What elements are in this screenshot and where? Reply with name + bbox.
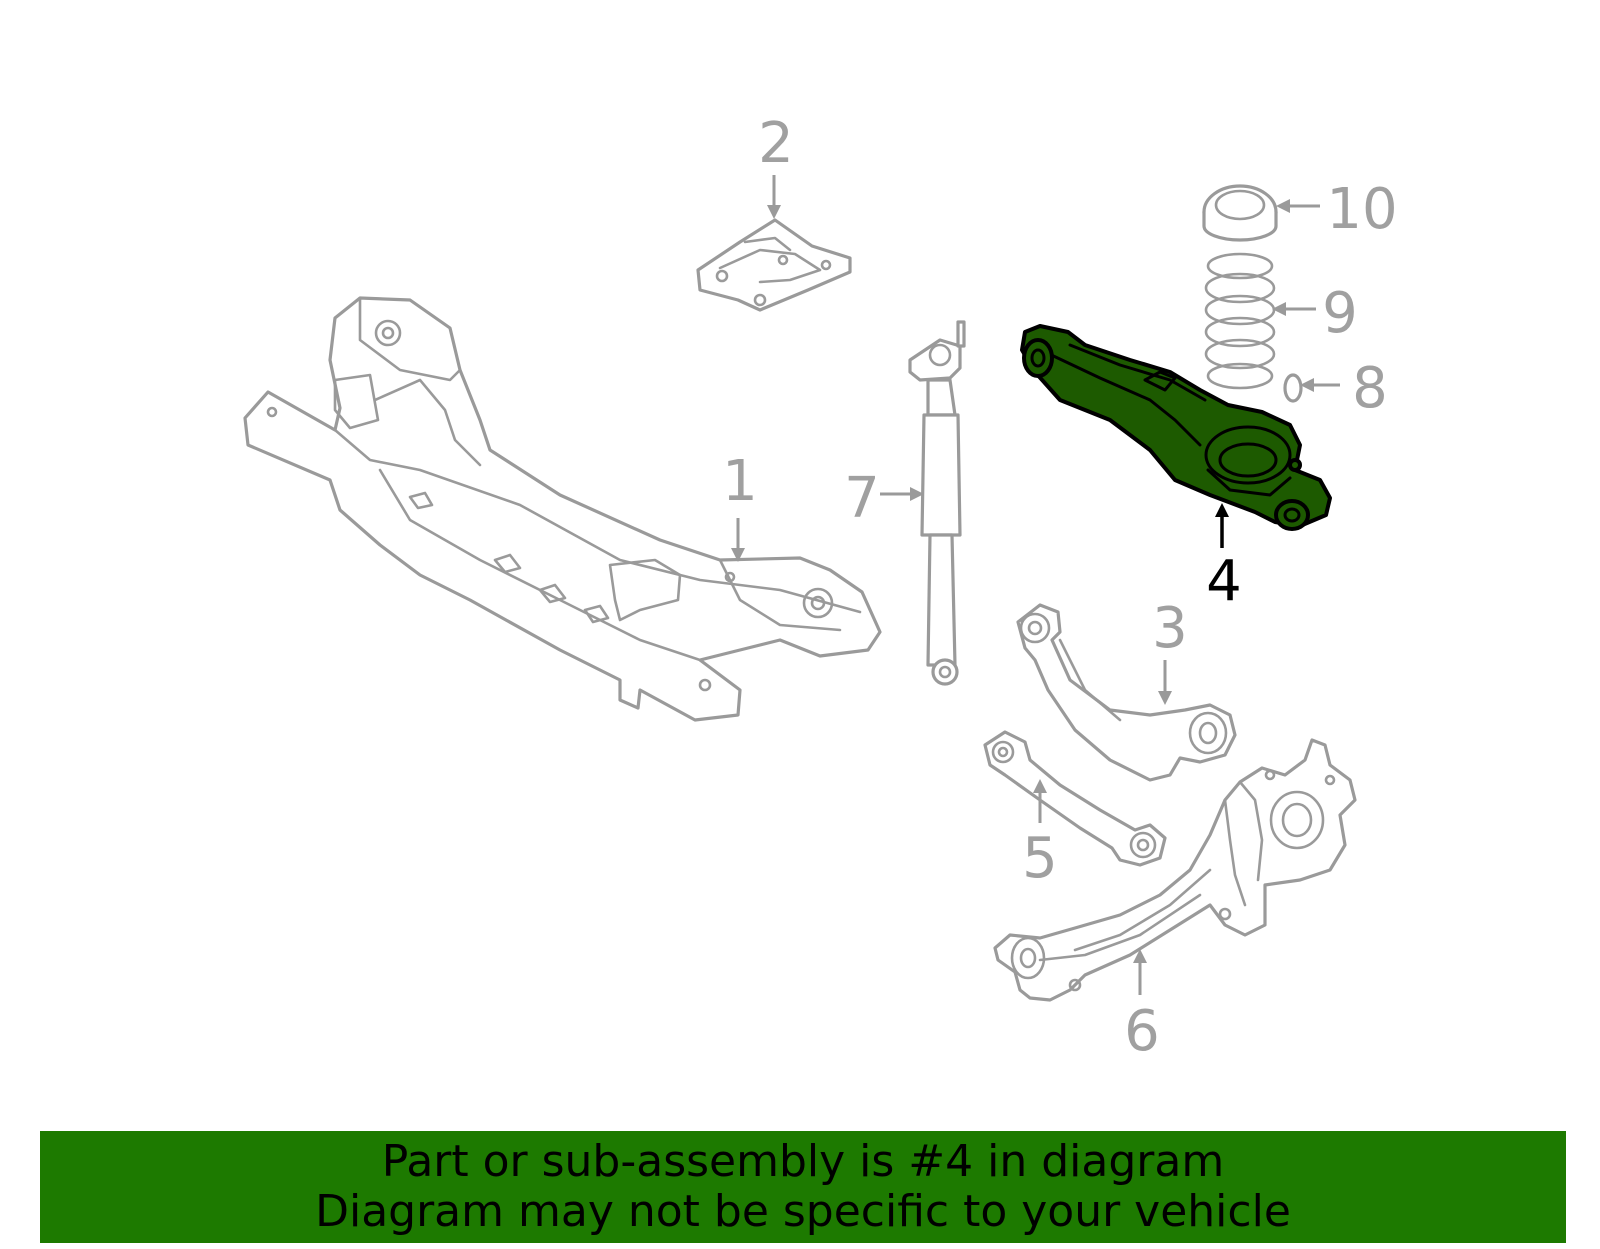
callout-3[interactable]: 3 [1152,596,1188,661]
callout-7[interactable]: 7 [844,466,880,531]
part-5-lateral-link[interactable] [983,730,1167,867]
part-1-crossmember[interactable] [243,296,882,722]
part-4-lower-control-arm[interactable] [1020,324,1332,531]
part-10-spring-seat[interactable] [1202,184,1278,242]
part-7-shock-absorber[interactable] [908,320,966,686]
info-banner: Part or sub-assembly is #4 in diagram Di… [40,1131,1566,1243]
callout-8[interactable]: 8 [1352,356,1388,421]
part-8-clip[interactable] [1283,373,1303,403]
callout-4[interactable]: 4 [1206,549,1242,614]
callout-9[interactable]: 9 [1322,281,1358,346]
part-2-bracket[interactable] [696,218,852,312]
callout-1[interactable]: 1 [722,449,758,514]
callout-5[interactable]: 5 [1022,826,1058,891]
part-6-trailing-arm-knuckle[interactable] [993,738,1357,1002]
leader-lines [731,175,1340,995]
banner-line-part-number: Part or sub-assembly is #4 in diagram [381,1136,1225,1187]
callout-labels: 1 2 3 4 5 6 7 8 9 10 [722,111,1397,1064]
part-9-coil-spring[interactable] [1204,252,1276,390]
part-3-upper-arm[interactable] [1016,603,1237,782]
banner-line-disclaimer: Diagram may not be specific to your vehi… [315,1186,1291,1237]
callout-2[interactable]: 2 [758,111,794,176]
callout-10[interactable]: 10 [1326,177,1397,242]
callout-6[interactable]: 6 [1124,999,1160,1064]
